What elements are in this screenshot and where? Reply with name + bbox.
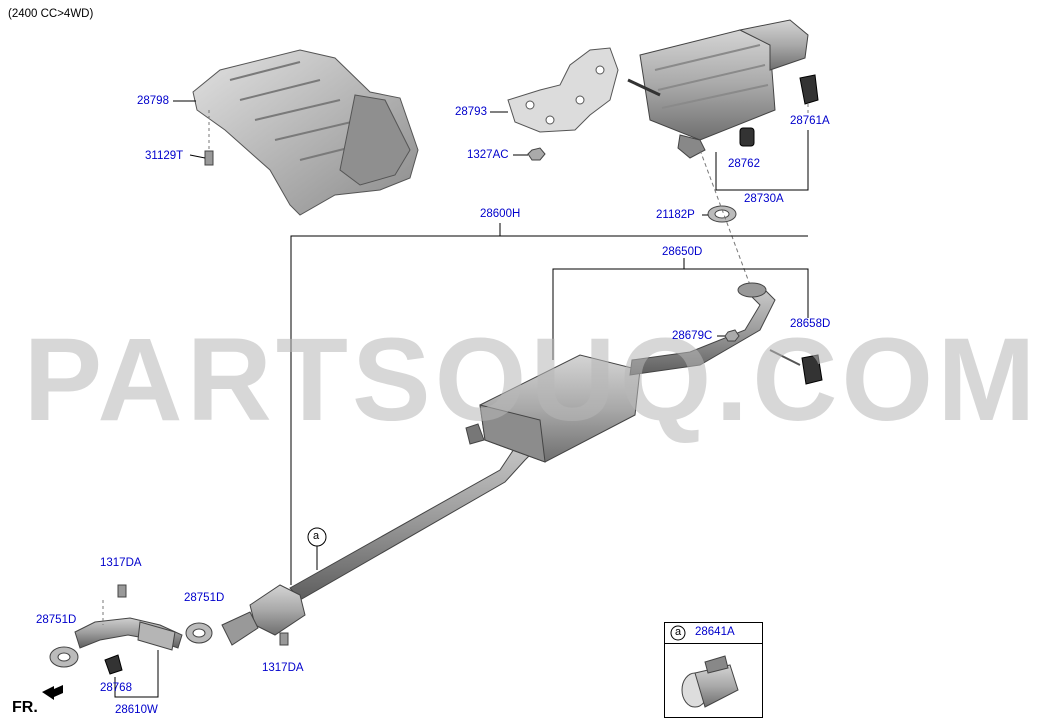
gasket-21182P-part[interactable] — [707, 205, 737, 223]
bolt-31129T-part[interactable] — [204, 150, 214, 166]
front-arrow-icon — [42, 685, 63, 700]
leader-line — [189, 154, 206, 159]
part-label-28793[interactable]: 28793 — [455, 106, 487, 118]
center-muffler-pipe-part[interactable] — [289, 282, 776, 601]
group-bracket-28600H — [290, 235, 808, 585]
heat-shield-part[interactable] — [192, 49, 419, 216]
catalytic-converter-part[interactable] — [221, 584, 306, 646]
part-label-1327AC[interactable]: 1327AC — [467, 149, 509, 161]
gasket-28751D-right-part[interactable] — [185, 622, 213, 644]
part-label-28730A[interactable]: 28730A — [744, 193, 784, 205]
muffler-hanger-rod — [627, 78, 661, 97]
part-label-28762[interactable]: 28762 — [728, 158, 760, 170]
hanger-rod — [769, 349, 801, 366]
part-label-1317DA-bottom[interactable]: 1317DA — [262, 662, 304, 674]
part-label-28768[interactable]: 28768 — [100, 682, 132, 694]
inset-callout-circle — [670, 625, 686, 641]
part-label-28600H[interactable]: 28600H — [480, 208, 521, 220]
nut-28679C-part[interactable] — [724, 329, 740, 342]
front-marker: FR. — [12, 699, 38, 716]
bolt-1317DA-top-part[interactable] — [117, 584, 127, 598]
part-label-31129T[interactable]: 31129T — [145, 150, 184, 162]
rubber-hanger-28761A-part[interactable] — [799, 74, 819, 105]
part-label-28650D[interactable]: 28650D — [662, 246, 703, 258]
assembly-dash-line — [699, 149, 751, 286]
part-label-28751D-left[interactable]: 28751D — [36, 614, 77, 626]
inset-header: a 28641A — [665, 623, 762, 644]
part-label-28610W[interactable]: 28610W — [115, 704, 158, 716]
nut-1327AC-part[interactable] — [527, 147, 546, 161]
part-label-28798[interactable]: 28798 — [137, 95, 169, 107]
part-label-21182P[interactable]: 21182P — [656, 209, 695, 221]
rubber-hanger-28762-part[interactable] — [739, 127, 755, 147]
inset-box: a 28641A — [664, 622, 763, 718]
part-label-28658D[interactable]: 28658D — [790, 318, 831, 330]
group-bracket-28730A — [715, 130, 809, 191]
front-pipe-part[interactable] — [74, 617, 183, 651]
callout-marker: a — [313, 530, 320, 542]
part-label-28641A[interactable]: 28641A — [695, 626, 735, 638]
part-label-28761A[interactable]: 28761A — [790, 115, 830, 127]
gasket-28751D-left-part[interactable] — [49, 646, 79, 668]
group-bracket-28650D — [552, 268, 809, 360]
group-bracket-28610W — [114, 650, 159, 698]
part-label-28751D-right[interactable]: 28751D — [184, 592, 225, 604]
part-label-28679C[interactable]: 28679C — [672, 330, 713, 342]
bolt-1317DA-bottom-part[interactable] — [279, 632, 289, 646]
inset-marker: a — [675, 626, 682, 638]
part-label-1317DA-top[interactable]: 1317DA — [100, 557, 142, 569]
clamp-28641A-part[interactable] — [681, 655, 739, 708]
engine-spec-header: (2400 CC>4WD) — [8, 8, 94, 20]
hanger-28768-part[interactable] — [104, 654, 123, 675]
rear-muffler-part[interactable] — [639, 19, 809, 159]
hanger-bracket-part[interactable] — [507, 47, 619, 133]
rubber-hanger-28658D-part[interactable] — [801, 354, 823, 385]
